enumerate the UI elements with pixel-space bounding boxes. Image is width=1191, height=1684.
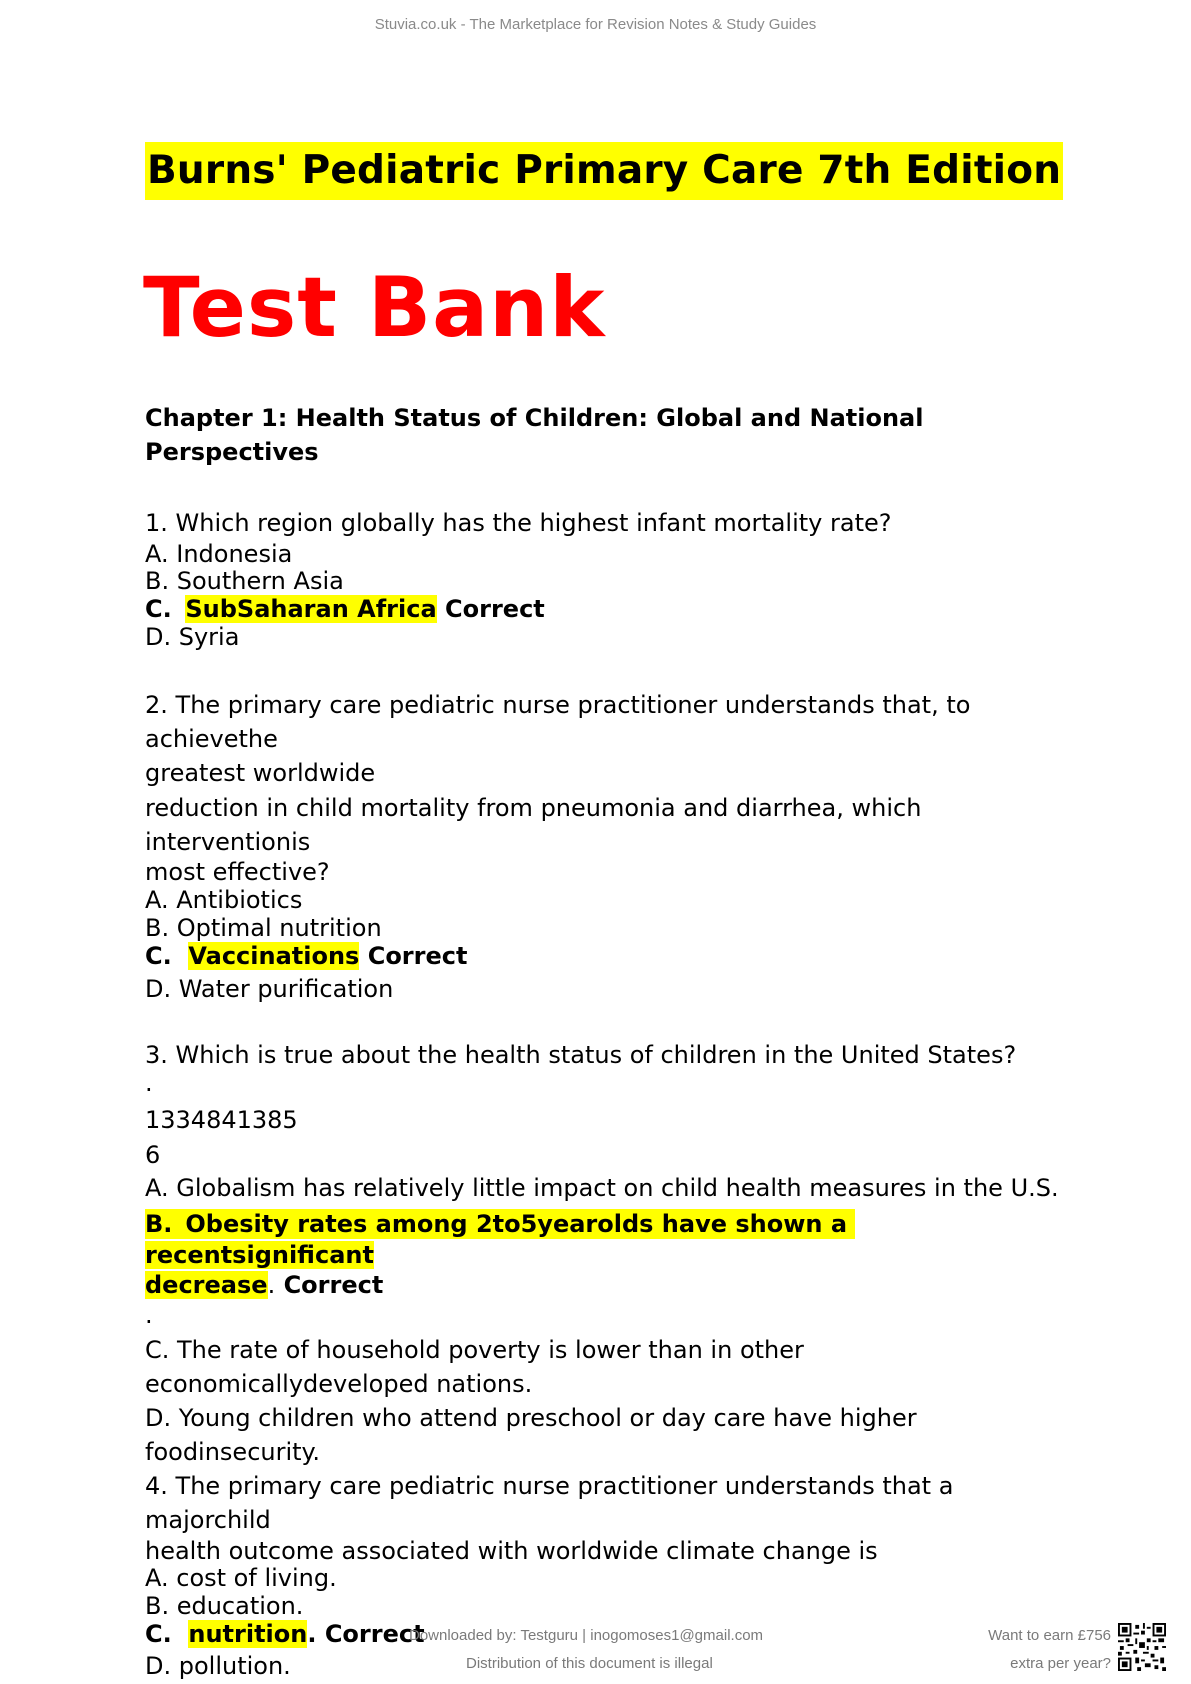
site-header: Stuvia.co.uk - The Marketplace for Revis… (374, 16, 817, 33)
q3-option-c-line2: economicallydeveloped nations. (145, 1370, 533, 1398)
q2-option-c-label: C. (145, 942, 172, 970)
qr-code-icon[interactable] (1118, 1623, 1166, 1671)
q1-correct-mark: Correct (445, 595, 545, 623)
q3-option-b-label: B. (145, 1210, 173, 1238)
q4-option-b: B. education. (145, 1592, 304, 1620)
q1-option-c-label: C. (145, 595, 172, 623)
q2-stem-line2: achievethe (145, 725, 278, 753)
q1-correct-answer: SubSaharan Africa (185, 595, 437, 623)
chapter-heading-line1: Chapter 1: Health Status of Children: Gl… (145, 404, 924, 432)
q4-option-a: A. cost of living. (145, 1564, 337, 1592)
q4-option-d: D. pollution. (145, 1652, 291, 1680)
q3-code-line2: 6 (145, 1141, 161, 1169)
q3-code-line1: 1334841385 (145, 1106, 298, 1134)
q2-stem-line6: most effective? (145, 858, 330, 886)
document-title: Burns' Pediatric Primary Care 7th Editio… (145, 142, 1064, 200)
q1-option-c: C. SubSaharan Africa Correct (145, 594, 545, 624)
q3-option-a: A. Globalism has relatively little impac… (145, 1174, 1059, 1202)
q4-stem-line1: 4. The primary care pediatric nurse prac… (145, 1472, 954, 1500)
q3-dot2: . (145, 1301, 153, 1329)
q3-dot1: . (145, 1069, 153, 1097)
footer-earn-line1[interactable]: Want to earn £756 (988, 1627, 1111, 1644)
q1-option-a: A. Indonesia (145, 540, 293, 568)
q3-period: . (267, 1271, 276, 1299)
q2-stem-line4: reduction in child mortality from pneumo… (145, 794, 922, 822)
q2-option-a: A. Antibiotics (145, 886, 303, 914)
q3-option-d-line2: foodinsecurity. (145, 1438, 320, 1466)
q3-stem: 3. Which is true about the health status… (145, 1041, 1017, 1069)
q4-stem-line3: health outcome associated with worldwide… (145, 1537, 878, 1565)
q2-stem-line1: 2. The primary care pediatric nurse prac… (145, 691, 971, 719)
q4-stem-line2: majorchild (145, 1506, 271, 1534)
q2-option-b: B. Optimal nutrition (145, 914, 382, 942)
q2-option-d: D. Water purification (145, 975, 394, 1003)
q2-stem-line3: greatest worldwide (145, 759, 376, 787)
q3-option-c-line1: C. The rate of household poverty is lowe… (145, 1336, 804, 1364)
q1-stem: 1. Which region globally has the highest… (145, 509, 892, 537)
q3-correct-answer-line2: recentsignificant (145, 1241, 374, 1269)
q3-correct-mark: Correct (283, 1271, 384, 1299)
q2-stem-line5: interventionis (145, 828, 311, 856)
document-subtitle: Test Bank (143, 259, 606, 356)
q3-option-b-line1: B. Obesity rates among 2to5yearolds have… (145, 1209, 856, 1239)
footer-downloaded-by: Downloaded by: Testguru | inogomoses1@gm… (409, 1627, 764, 1644)
q2-correct-mark: Correct (367, 942, 468, 970)
q2-option-c: C. Vaccinations Correct (145, 941, 467, 971)
footer-distribution-notice: Distribution of this document is illegal (466, 1655, 713, 1672)
q4-correct-mark: . Correct (307, 1620, 425, 1648)
q3-correct-answer-line3: decrease (145, 1271, 268, 1299)
chapter-heading-line2: Perspectives (145, 438, 319, 466)
q3-option-b-line3: decrease. Correct (145, 1270, 383, 1300)
q2-correct-answer: Vaccinations (188, 942, 360, 970)
q3-option-b-line2: recentsignificant (145, 1240, 374, 1270)
q1-option-d: D. Syria (145, 623, 240, 651)
q3-option-d-line1: D. Young children who attend preschool o… (145, 1404, 917, 1432)
q3-correct-answer-line1: Obesity rates among 2to5yearolds have sh… (185, 1210, 848, 1238)
q4-option-c-label: C. (145, 1620, 172, 1648)
q1-option-b: B. Southern Asia (145, 567, 344, 595)
q4-correct-answer: nutrition (188, 1620, 308, 1648)
footer-earn-line2[interactable]: extra per year? (1010, 1655, 1111, 1672)
q4-option-c: C. nutrition. Correct (145, 1619, 425, 1649)
